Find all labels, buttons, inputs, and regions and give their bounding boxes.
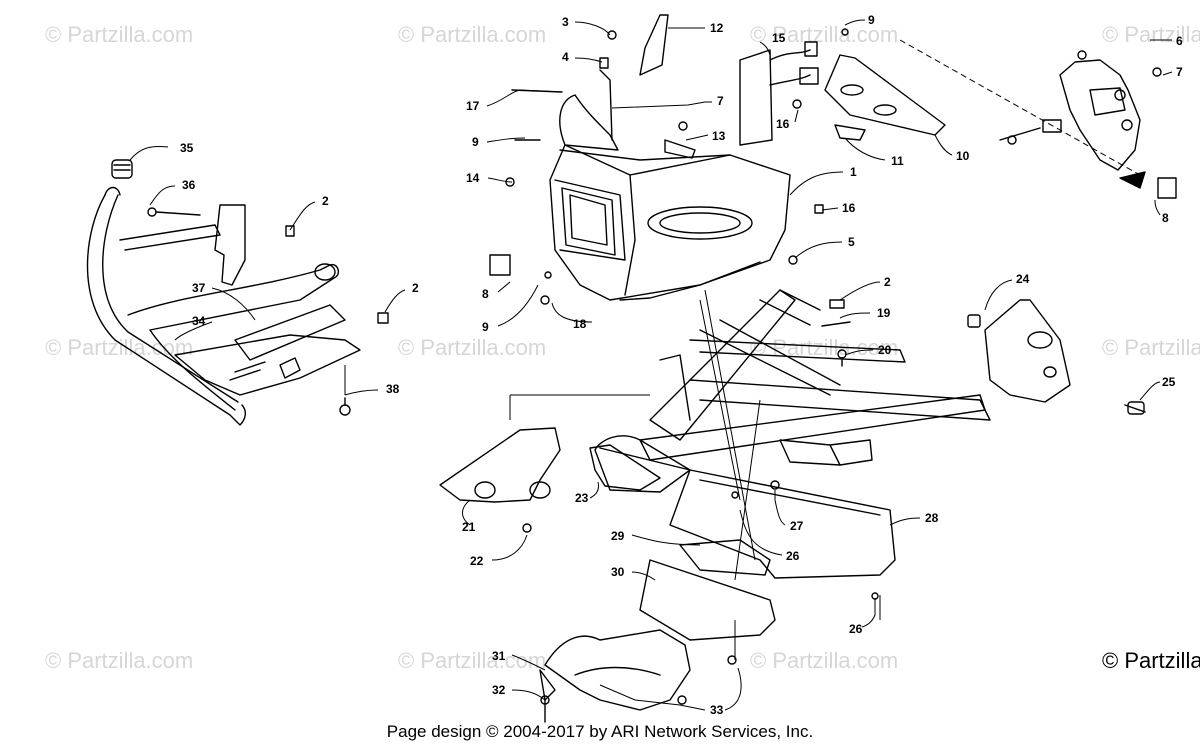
- bracket-21: [439, 427, 561, 533]
- callout-1: 1: [850, 165, 857, 179]
- callout-13: 13: [712, 129, 726, 143]
- callout-35: 35: [180, 141, 194, 155]
- leader-lines: [509, 39, 1141, 660]
- callout-26: 26: [849, 622, 863, 636]
- callout-8: 8: [1162, 211, 1169, 225]
- fasteners: [147, 28, 1162, 723]
- callout-21: 21: [462, 520, 476, 534]
- watermark: © Partzilla.com: [750, 22, 898, 47]
- watermark: © Partzilla.com: [45, 648, 193, 673]
- callout-7: 7: [1176, 65, 1183, 79]
- callout-17: 17: [466, 99, 480, 113]
- watermark: © Partzilla.com: [45, 335, 193, 360]
- corner-copyright: © Partzilla.com: [1102, 648, 1200, 673]
- skid-plate-28: [669, 469, 896, 579]
- watermark: © Partzilla.com: [1102, 22, 1200, 47]
- watermark: © Partzilla.com: [45, 22, 193, 47]
- callout-9: 9: [868, 13, 875, 27]
- callouts: 35 36 2 37 34 2 38 3 4 12 15 9 17 7 16 9…: [129, 13, 1183, 720]
- callout-25: 25: [1162, 375, 1176, 389]
- watermark: © Partzilla.com: [398, 335, 546, 360]
- callout-38: 38: [386, 382, 400, 396]
- callout-16: 16: [776, 117, 790, 131]
- callout-30: 30: [611, 565, 625, 579]
- callout-2: 2: [884, 275, 891, 289]
- callout-22: 22: [470, 554, 484, 568]
- callout-9: 9: [472, 135, 479, 149]
- callout-28: 28: [925, 511, 939, 525]
- callout-6: 6: [1176, 34, 1183, 48]
- watermark: © Partzilla.com: [398, 22, 546, 47]
- callout-8: 8: [482, 287, 489, 301]
- front-bumper-assembly: [86, 159, 361, 426]
- callout-31: 31: [492, 649, 506, 663]
- callout-9: 9: [482, 320, 489, 334]
- callout-7: 7: [717, 94, 724, 108]
- callout-10: 10: [956, 149, 970, 163]
- callout-16: 16: [842, 201, 856, 215]
- callout-29: 29: [611, 529, 625, 543]
- callout-26: 26: [786, 549, 800, 563]
- skid-plate-30: [639, 539, 776, 641]
- callout-5: 5: [848, 235, 855, 249]
- callout-12: 12: [710, 21, 724, 35]
- bracket-23: [589, 444, 661, 491]
- callout-33: 33: [710, 703, 724, 717]
- right-bracket-assembly: [999, 59, 1177, 199]
- callout-15: 15: [772, 31, 786, 45]
- callout-2: 2: [412, 281, 419, 295]
- callout-36: 36: [182, 178, 196, 192]
- watermark: © Partzilla.com: [398, 648, 546, 673]
- callout-4: 4: [562, 50, 569, 64]
- rear-bracket: [967, 299, 1146, 415]
- footer-credit: Page design © 2004-2017 by ARI Network S…: [386, 722, 814, 741]
- callout-14: 14: [466, 171, 480, 185]
- callout-27: 27: [790, 519, 804, 533]
- callout-3: 3: [562, 15, 569, 29]
- front-body-housing: [489, 14, 946, 301]
- callout-37: 37: [192, 281, 206, 295]
- callout-23: 23: [575, 491, 589, 505]
- callout-18: 18: [573, 317, 587, 331]
- callout-20: 20: [878, 343, 892, 357]
- callout-24: 24: [1016, 272, 1030, 286]
- callout-19: 19: [877, 306, 891, 320]
- main-chassis-frame: [594, 289, 991, 493]
- callout-34: 34: [192, 314, 206, 328]
- watermark: © Partzilla.com: [1102, 335, 1200, 360]
- callout-32: 32: [492, 683, 506, 697]
- watermark-layer: © Partzilla.com © Partzilla.com © Partzi…: [45, 22, 1200, 673]
- skid-plate-31: [539, 629, 691, 711]
- watermark: © Partzilla.com: [750, 648, 898, 673]
- callout-11: 11: [891, 154, 904, 168]
- callout-2: 2: [322, 194, 329, 208]
